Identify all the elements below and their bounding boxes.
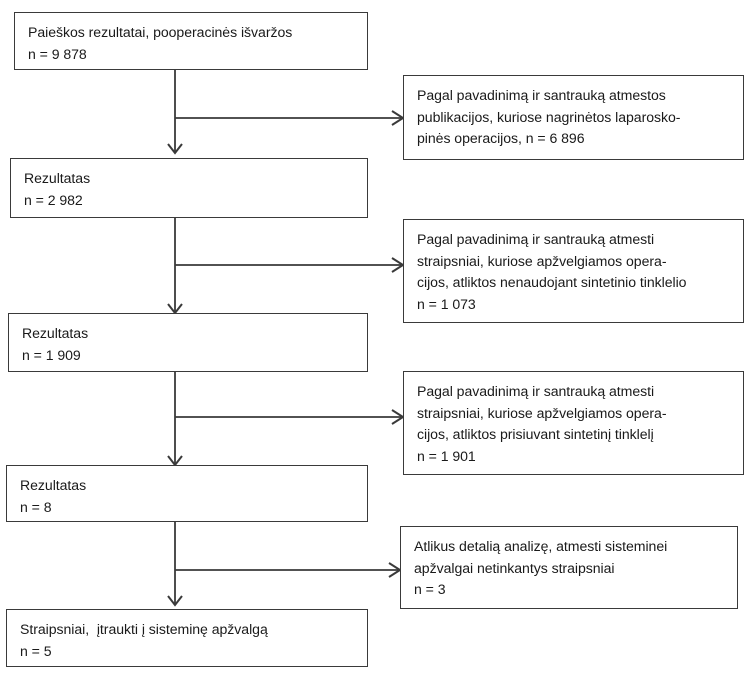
box-excluded-3: Pagal pavadinimą ir santrauką atmesti st…	[403, 371, 744, 475]
box-result-3-line-1: Rezultatas	[20, 477, 87, 493]
box-excluded-1-line-1: Pagal pavadinimą ir santrauką atmestos	[417, 87, 666, 103]
box-search-results-line-2: n = 9 878	[28, 45, 87, 62]
box-result-3: Rezultatas n = 8	[6, 465, 368, 522]
box-excluded-4: Atlikus detalią analizę, atmesti sistemi…	[400, 526, 738, 609]
box-included-line-1: Straipsniai, įtraukti į sisteminę apžval…	[20, 621, 268, 637]
box-included: Straipsniai, įtraukti į sisteminę apžval…	[6, 609, 368, 667]
box-excluded-2-line-1: Pagal pavadinimą ir santrauką atmesti	[417, 231, 655, 247]
box-excluded-1-line-2: publikacijos, kuriose nagrinėtos laparos…	[417, 108, 681, 125]
arrowhead-branch-1	[391, 110, 405, 126]
box-result-1: Rezultatas n = 2 982	[10, 158, 368, 218]
box-excluded-3-line-3: cijos, atliktos prisiuvant sintetinį tin…	[417, 426, 654, 442]
box-result-2: Rezultatas n = 1 909	[8, 313, 368, 372]
box-excluded-2-line-3: cijos, atliktos nenaudojant sintetinio t…	[417, 274, 687, 290]
box-excluded-4-line-3: n = 3	[414, 581, 446, 597]
box-excluded-1-line-3: pinės operacijos, n = 6 896	[417, 130, 585, 146]
arrowhead-down-1	[167, 143, 183, 155]
box-excluded-2-line-4: n = 1 073	[417, 295, 476, 312]
arrowhead-down-4	[167, 595, 183, 607]
box-excluded-4-line-2: apžvalgai netinkantys straipsniai	[414, 559, 615, 576]
box-result-1-line-2: n = 2 982	[24, 191, 83, 208]
box-result-1-line-1: Rezultatas	[24, 170, 91, 186]
box-excluded-3-line-1: Pagal pavadinimą ir santrauką atmesti	[417, 383, 655, 399]
box-search-results-line-1: Paieškos rezultatai, pooperacinės išvarž…	[28, 24, 293, 40]
box-excluded-1: Pagal pavadinimą ir santrauką atmestos p…	[403, 75, 744, 160]
box-excluded-4-line-1: Atlikus detalią analizę, atmesti sistemi…	[414, 538, 668, 554]
arrowhead-branch-4	[388, 562, 402, 578]
box-included-line-2: n = 5	[20, 642, 52, 659]
box-result-2-line-2: n = 1 909	[22, 346, 81, 363]
box-search-results: Paieškos rezultatai, pooperacinės išvarž…	[14, 12, 368, 70]
box-excluded-3-line-2: straipsniai, kuriose apžvelgiamos opera-	[417, 404, 667, 421]
box-result-3-line-2: n = 8	[20, 498, 52, 515]
arrowhead-branch-3	[391, 409, 405, 425]
arrowhead-branch-2	[391, 257, 405, 273]
arrowhead-down-3	[167, 455, 183, 467]
box-excluded-2-line-2: straipsniai, kuriose apžvelgiamos opera-	[417, 252, 667, 269]
box-excluded-2: Pagal pavadinimą ir santrauką atmesti st…	[403, 219, 744, 323]
arrowhead-down-2	[167, 303, 183, 315]
box-result-2-line-1: Rezultatas	[22, 325, 89, 341]
box-excluded-3-line-4: n = 1 901	[417, 447, 476, 464]
